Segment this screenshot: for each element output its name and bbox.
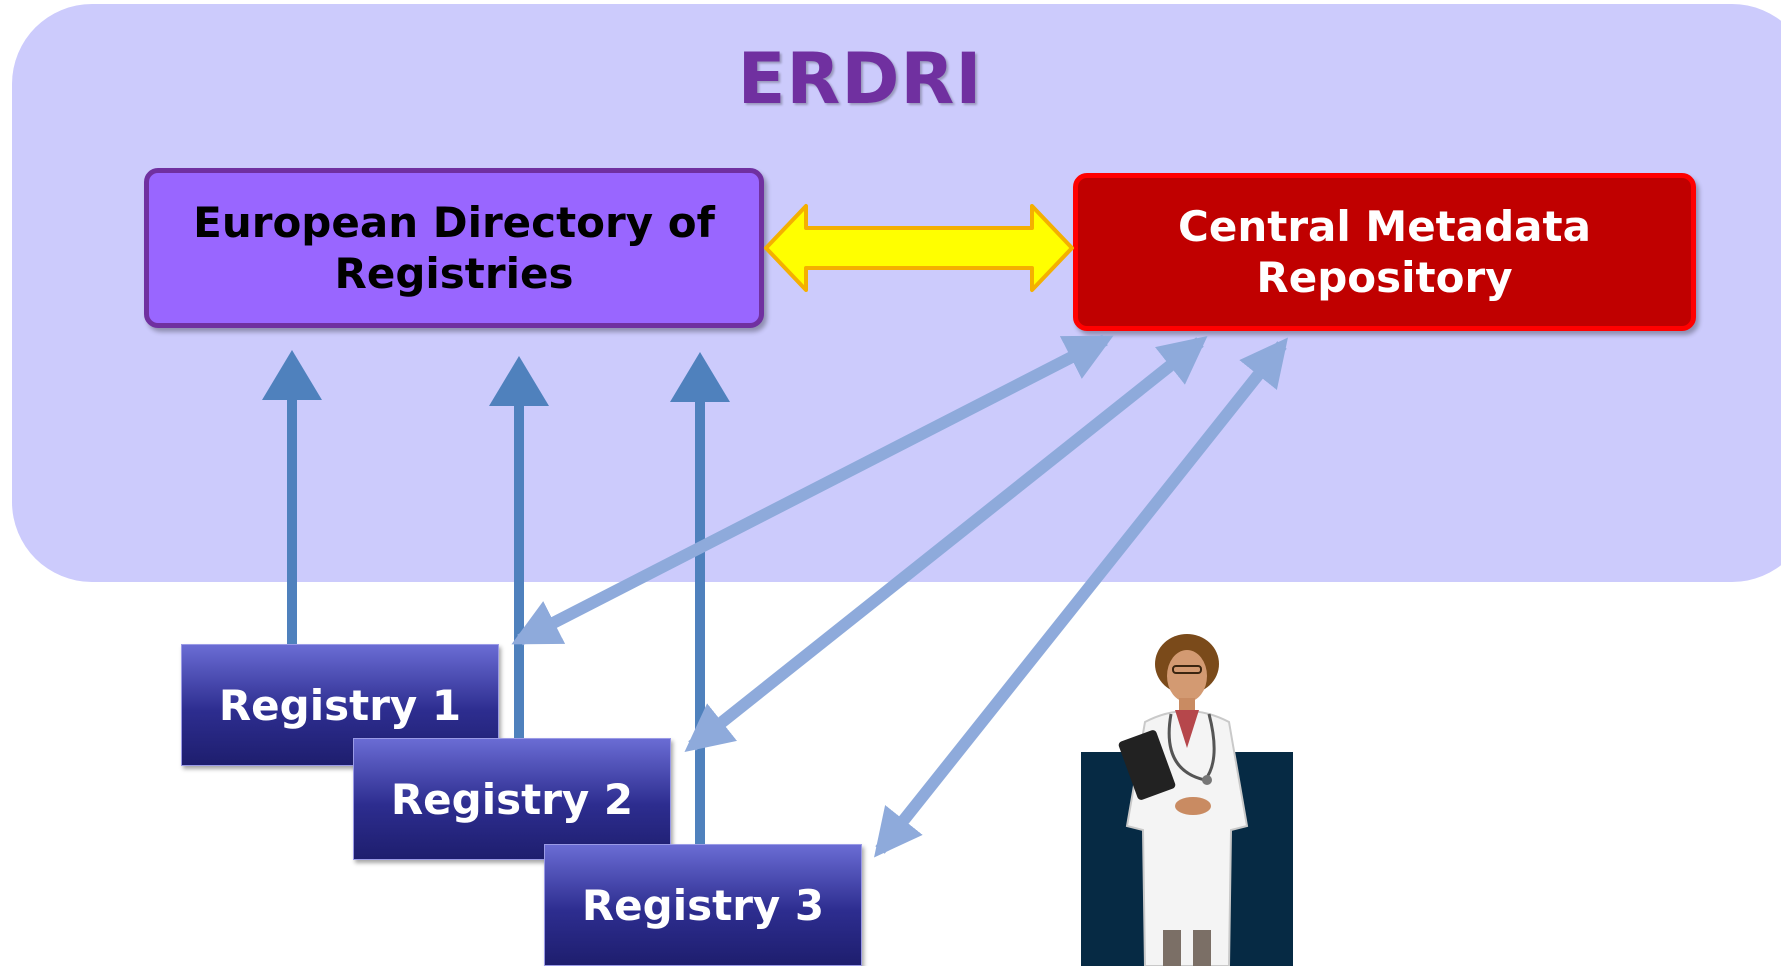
- diagram-title: ERDRI: [737, 38, 983, 120]
- central-metadata-label: Central Metadata Repository: [1178, 202, 1591, 302]
- registry-3-label: Registry 3: [581, 880, 825, 930]
- central-metadata-box: Central Metadata Repository: [1073, 173, 1696, 331]
- registry-1-label: Registry 1: [218, 680, 462, 730]
- double-arrow-directory-metadata: [764, 204, 1074, 292]
- doctor-icon: [1081, 634, 1293, 966]
- registry-1-box: Registry 1: [181, 644, 499, 766]
- european-directory-box: European Directory of Registries: [144, 168, 764, 328]
- registry-3-box: Registry 3: [544, 844, 862, 966]
- registry-2-label: Registry 2: [390, 774, 634, 824]
- arrow-registry3-to-metadata: [874, 337, 1288, 858]
- registry-2-box: Registry 2: [353, 738, 671, 860]
- european-directory-label: European Directory of Registries: [193, 198, 715, 298]
